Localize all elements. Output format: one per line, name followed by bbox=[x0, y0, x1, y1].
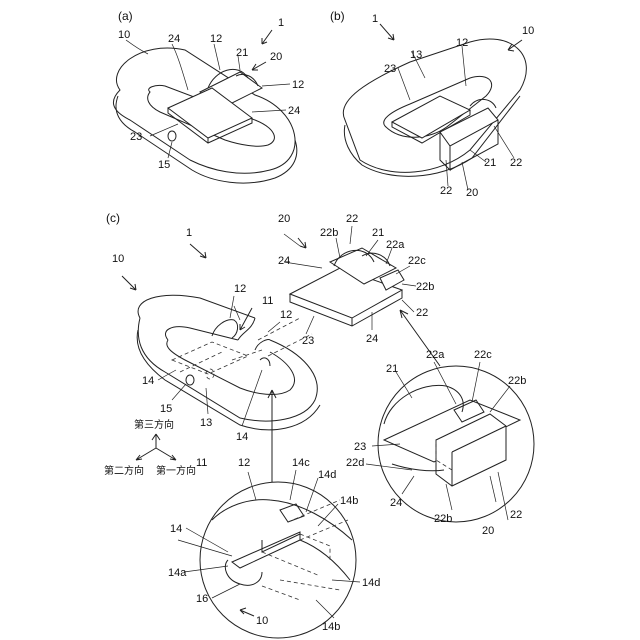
label-c-1: 1 bbox=[186, 227, 192, 239]
label-c-22: 22 bbox=[346, 213, 358, 225]
label-c-22b2: 22b bbox=[416, 281, 434, 293]
panel-label-a: (a) bbox=[118, 9, 133, 23]
label-a-1: 1 bbox=[278, 17, 284, 29]
direction-third: 第三方向 bbox=[134, 418, 174, 431]
label-b-23: 23 bbox=[384, 63, 396, 75]
label-c-22a: 22a bbox=[386, 239, 405, 251]
label-a-12: 12 bbox=[210, 33, 222, 45]
label-dl-14a: 14a bbox=[168, 567, 187, 579]
label-dr-23: 23 bbox=[354, 441, 366, 453]
label-dl-14b2: 14b bbox=[322, 621, 340, 633]
label-b-1: 1 bbox=[372, 13, 378, 25]
label-dl-14d: 14d bbox=[318, 469, 336, 481]
label-dl-14: 14 bbox=[170, 523, 182, 535]
label-c-20: 20 bbox=[278, 213, 290, 225]
label-c-11: 11 bbox=[262, 295, 273, 307]
label-c-12: 12 bbox=[234, 283, 246, 295]
label-dr-24: 24 bbox=[390, 497, 402, 509]
panel-c-ring bbox=[122, 244, 320, 430]
label-b-22b: 22 bbox=[440, 185, 452, 197]
label-dl-10: 10 bbox=[256, 615, 268, 627]
label-c-23: 23 bbox=[302, 335, 314, 347]
label-a-12b: 12 bbox=[292, 79, 304, 91]
label-dl-14b: 14b bbox=[340, 495, 358, 507]
label-c-22c: 22c bbox=[408, 255, 426, 267]
direction-second: 第二方向 bbox=[104, 464, 144, 477]
label-dr-20: 20 bbox=[482, 525, 494, 537]
label-c-10: 10 bbox=[112, 253, 124, 265]
label-c-24b: 24 bbox=[366, 333, 378, 345]
detail-circle-right bbox=[366, 310, 534, 522]
label-a-24: 24 bbox=[168, 33, 180, 45]
label-dr-22b: 22b bbox=[508, 375, 526, 387]
label-dr-22c: 22c bbox=[474, 349, 492, 361]
label-a-23: 23 bbox=[130, 131, 142, 143]
label-a-10: 10 bbox=[118, 29, 130, 41]
label-b-22: 22 bbox=[510, 157, 522, 169]
label-c-24: 24 bbox=[278, 255, 290, 267]
label-c-22b: 22b bbox=[320, 227, 338, 239]
label-dr-22d: 22d bbox=[346, 457, 364, 469]
panel-b-drawing bbox=[343, 24, 526, 190]
label-b-13: 13 bbox=[410, 49, 422, 61]
direction-first: 第一方向 bbox=[156, 464, 196, 477]
panel-label-c: (c) bbox=[106, 211, 120, 225]
label-dr-22: 22 bbox=[510, 509, 522, 521]
label-dl-14d2: 14d bbox=[362, 577, 380, 589]
label-dl-14c: 14c bbox=[292, 457, 310, 469]
label-dr-22b2: 22b bbox=[434, 513, 452, 525]
label-dl-16: 16 bbox=[196, 593, 208, 605]
label-a-15: 15 bbox=[158, 159, 170, 171]
label-c-12b: 12 bbox=[280, 309, 292, 321]
label-c-22-right: 22 bbox=[416, 307, 428, 319]
label-a-24b: 24 bbox=[288, 105, 300, 117]
label-a-21: 21 bbox=[236, 47, 248, 59]
label-c-14b: 14 bbox=[236, 431, 248, 443]
label-b-21: 21 bbox=[484, 157, 496, 169]
direction-axes bbox=[136, 434, 176, 460]
label-dl-12: 12 bbox=[238, 457, 250, 469]
label-c-13: 13 bbox=[200, 417, 212, 429]
label-c-14: 14 bbox=[142, 375, 154, 387]
label-dl-11: 11 bbox=[196, 457, 207, 469]
label-b-20: 20 bbox=[466, 187, 478, 199]
panel-label-b: (b) bbox=[330, 9, 345, 23]
label-dr-21: 21 bbox=[386, 363, 398, 375]
label-b-10: 10 bbox=[522, 25, 534, 37]
label-a-20: 20 bbox=[270, 51, 282, 63]
label-b-12: 12 bbox=[456, 37, 468, 49]
label-dr-22a: 22a bbox=[426, 349, 445, 361]
label-c-15: 15 bbox=[160, 403, 172, 415]
label-c-21: 21 bbox=[372, 227, 384, 239]
